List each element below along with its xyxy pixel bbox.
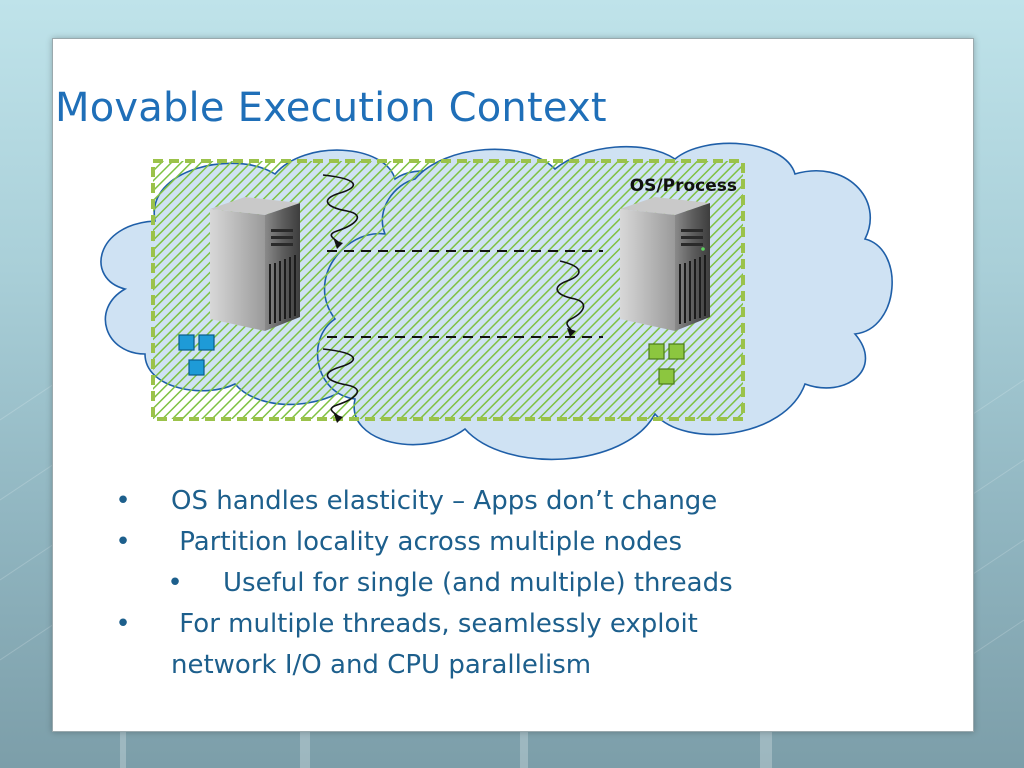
bullet-item: • OS handles elasticity – Apps don’t cha… bbox=[113, 481, 933, 522]
slide: Movable Execution Context OS/Process bbox=[52, 38, 974, 732]
execution-context-diagram: OS/Process bbox=[100, 142, 893, 461]
bullet-text: Partition locality across multiple nodes bbox=[171, 527, 683, 557]
left-server-icon bbox=[210, 197, 300, 331]
bullet-marker: • bbox=[115, 527, 131, 557]
bullet-text: Useful for single (and multiple) threads bbox=[223, 568, 733, 598]
sub-bullet-item: • Useful for single (and multiple) threa… bbox=[113, 563, 933, 604]
bullet-text: For multiple threads, seamlessly exploit bbox=[171, 609, 698, 639]
bullet-marker: • bbox=[115, 609, 131, 639]
thread-squiggle-1 bbox=[322, 174, 359, 249]
thread-squiggle-3 bbox=[322, 348, 359, 423]
slide-title: Movable Execution Context bbox=[55, 85, 607, 131]
bullet-marker: • bbox=[115, 486, 131, 516]
bullet-text: network I/O and CPU parallelism bbox=[171, 650, 592, 680]
bullet-list: • OS handles elasticity – Apps don’t cha… bbox=[113, 481, 933, 686]
right-memory-blocks bbox=[648, 343, 685, 385]
right-server-icon bbox=[620, 197, 710, 331]
bullet-text: OS handles elasticity – Apps don’t chang… bbox=[171, 486, 718, 516]
region-label: OS/Process bbox=[630, 176, 737, 196]
bullet-continuation: network I/O and CPU parallelism bbox=[113, 645, 933, 686]
left-memory-blocks bbox=[178, 334, 215, 376]
bullet-item: • Partition locality across multiple nod… bbox=[113, 522, 933, 563]
bullet-marker: • bbox=[167, 568, 183, 598]
bullet-item: • For multiple threads, seamlessly explo… bbox=[113, 604, 933, 645]
thread-squiggle-2 bbox=[556, 260, 585, 337]
